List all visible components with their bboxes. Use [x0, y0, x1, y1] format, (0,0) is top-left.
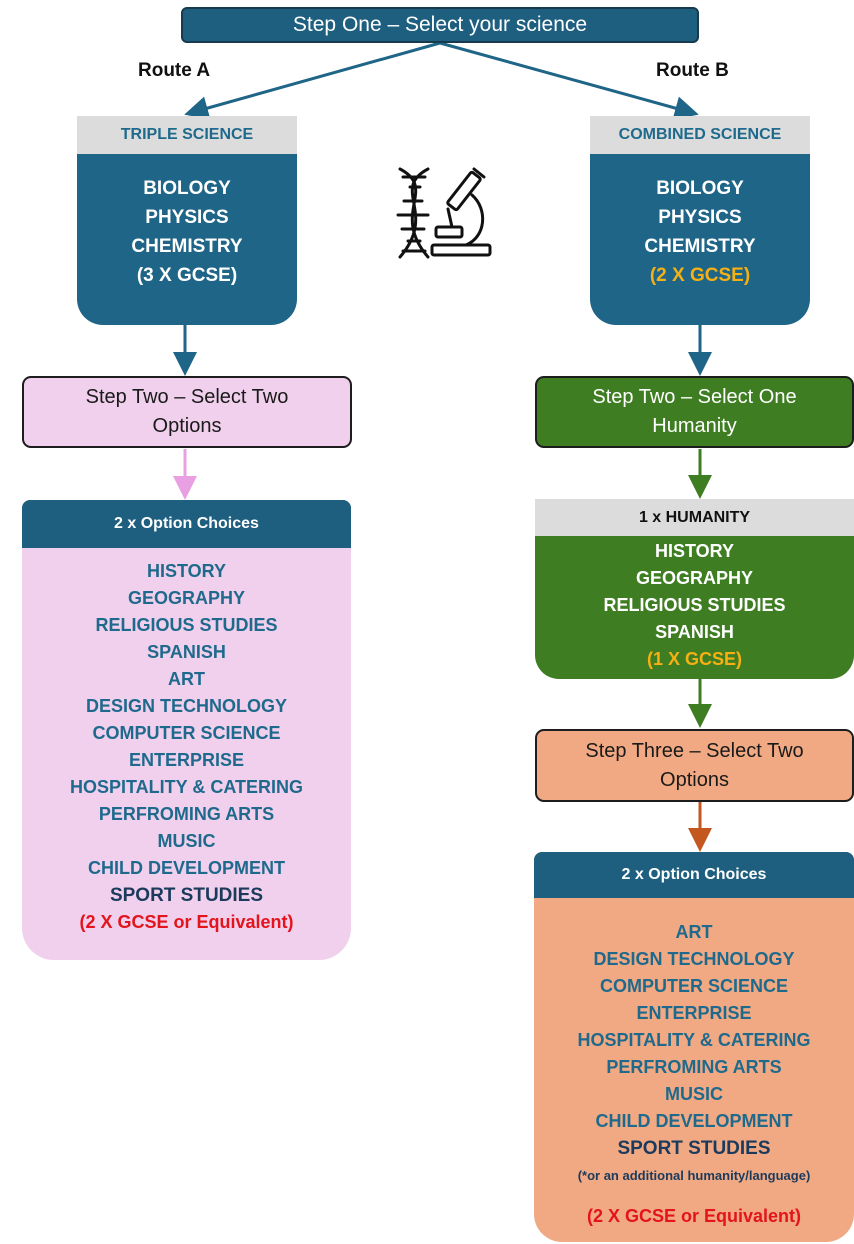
option-item: MUSIC [157, 831, 216, 851]
step-two-b-line1: Step Two – Select One [592, 386, 797, 408]
option-item: HOSPITALITY & CATERING [577, 1030, 811, 1050]
option-item: GEOGRAPHY [127, 588, 246, 608]
option-item: HOSPITALITY & CATERING [69, 777, 303, 797]
option-item: DESIGN TECHNOLOGY [593, 949, 795, 969]
route-b-label: Route B [656, 60, 729, 81]
subject-biology: BIOLOGY [143, 178, 231, 199]
step-one-header: Step One – Select your science [181, 7, 699, 43]
triple-gcse-count: (3 X GCSE) [136, 265, 238, 286]
combined-science-box: COMBINED SCIENCE BIOLOGY PHYSICS CHEMIST… [590, 116, 810, 325]
step-two-a-line1: Step Two – Select Two [85, 386, 289, 408]
option-item: DESIGN TECHNOLOGY [85, 696, 287, 716]
option-item: PERFROMING ARTS [98, 804, 275, 824]
option-item: HISTORY [146, 561, 226, 581]
humanity-list: HISTORY GEOGRAPHY RELIGIOUS STUDIES SPAN… [535, 536, 854, 673]
subject-chemistry: CHEMISTRY [644, 236, 756, 257]
option-item: SPORT STUDIES [617, 1138, 771, 1159]
options-a-footer: (2 X GCSE or Equivalent) [79, 912, 294, 932]
triple-science-box: TRIPLE SCIENCE BIOLOGY PHYSICS CHEMISTRY… [77, 116, 297, 325]
subject-physics: PHYSICS [145, 207, 229, 228]
subject-physics: PHYSICS [658, 207, 742, 228]
option-item: COMPUTER SCIENCE [599, 976, 788, 996]
humanity-header: 1 x HUMANITY [535, 499, 854, 536]
combined-gcse-count: (2 X GCSE) [649, 265, 751, 286]
option-item: MUSIC [665, 1084, 723, 1104]
step-three-line1: Step Three – Select Two [585, 739, 804, 762]
dna-icon [396, 167, 430, 259]
options-header-a: 2 x Option Choices [22, 500, 351, 548]
option-item: RELIGIOUS STUDIES [95, 615, 278, 635]
microscope-icon [430, 167, 492, 257]
combined-science-subjects: BIOLOGY PHYSICS CHEMISTRY (2 X GCSE) [590, 154, 810, 290]
subject-chemistry: CHEMISTRY [131, 236, 243, 257]
step-three-line2: Options [660, 768, 729, 791]
humanity-gcse-count: (1 X GCSE) [646, 649, 743, 669]
option-item: SPORT STUDIES [109, 885, 264, 906]
humanity-item: GEOGRAPHY [635, 568, 754, 588]
step-two-a-line2: Options [152, 415, 222, 437]
triple-science-header: TRIPLE SCIENCE [77, 116, 297, 154]
option-item: CHILD DEVELOPMENT [595, 1111, 793, 1131]
option-item: ART [675, 922, 713, 942]
option-item: SPANISH [147, 642, 226, 662]
arrow-step1-to-route-a [184, 41, 441, 120]
options-b-footer: (2 X GCSE or Equivalent) [586, 1206, 802, 1226]
combined-science-header: COMBINED SCIENCE [590, 116, 810, 154]
option-item: ART [168, 669, 205, 689]
option-item: PERFROMING ARTS [606, 1057, 782, 1077]
option-item: ENTERPRISE [636, 1003, 752, 1023]
options-list-b: ART DESIGN TECHNOLOGY COMPUTER SCIENCE E… [534, 898, 854, 1230]
options-box-route-a: 2 x Option Choices HISTORY GEOGRAPHY REL… [22, 500, 351, 960]
options-list-a: HISTORY GEOGRAPHY RELIGIOUS STUDIES SPAN… [22, 548, 351, 936]
humanity-box: 1 x HUMANITY HISTORY GEOGRAPHY RELIGIOUS… [535, 499, 854, 679]
route-a-label: Route A [138, 60, 211, 81]
option-item: COMPUTER SCIENCE [92, 723, 281, 743]
option-item: CHILD DEVELOPMENT [87, 858, 285, 878]
subject-biology: BIOLOGY [656, 178, 744, 199]
humanity-item: RELIGIOUS STUDIES [603, 595, 786, 615]
options-box-route-b: 2 x Option Choices ART DESIGN TECHNOLOGY… [534, 852, 854, 1242]
arrow-step1-to-route-b [439, 41, 699, 120]
humanity-item: HISTORY [654, 541, 734, 561]
science-icons [396, 167, 492, 259]
step-two-b-line2: Humanity [652, 415, 737, 437]
options-b-note: (*or an additional humanity/language) [577, 1168, 811, 1183]
humanity-item: SPANISH [655, 622, 734, 642]
triple-science-subjects: BIOLOGY PHYSICS CHEMISTRY (3 X GCSE) [77, 154, 297, 290]
option-item: ENTERPRISE [128, 750, 245, 770]
options-header-b: 2 x Option Choices [534, 852, 854, 898]
